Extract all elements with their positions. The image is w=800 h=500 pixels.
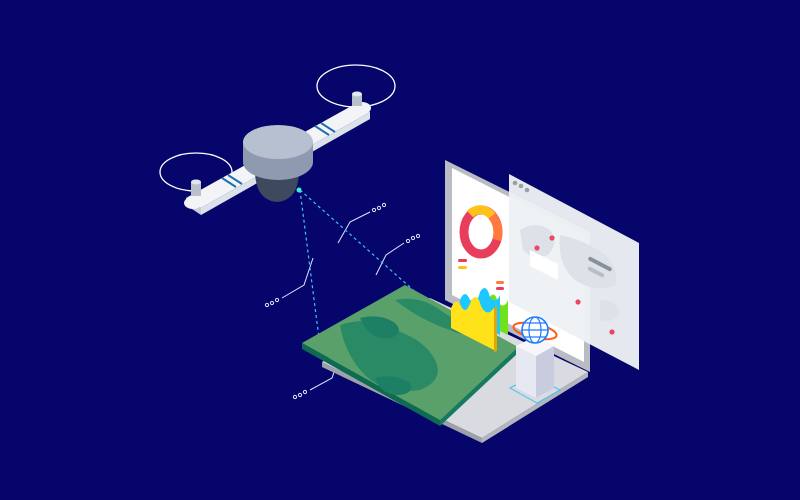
wave-chart-icon (451, 288, 508, 352)
map-markers (534, 235, 615, 335)
callout-dots-icon (375, 233, 421, 276)
scan-lines (299, 189, 421, 347)
callout-dots-icon (264, 257, 314, 308)
globe-icon (512, 316, 558, 344)
terrain-map (302, 285, 518, 426)
callout-dots-icon (337, 202, 387, 244)
donut-chart-icon (458, 205, 504, 290)
drone-icon (159, 64, 396, 215)
globe-pedestal (508, 336, 562, 404)
world-map-window (509, 174, 639, 370)
callout-lines (264, 202, 421, 400)
